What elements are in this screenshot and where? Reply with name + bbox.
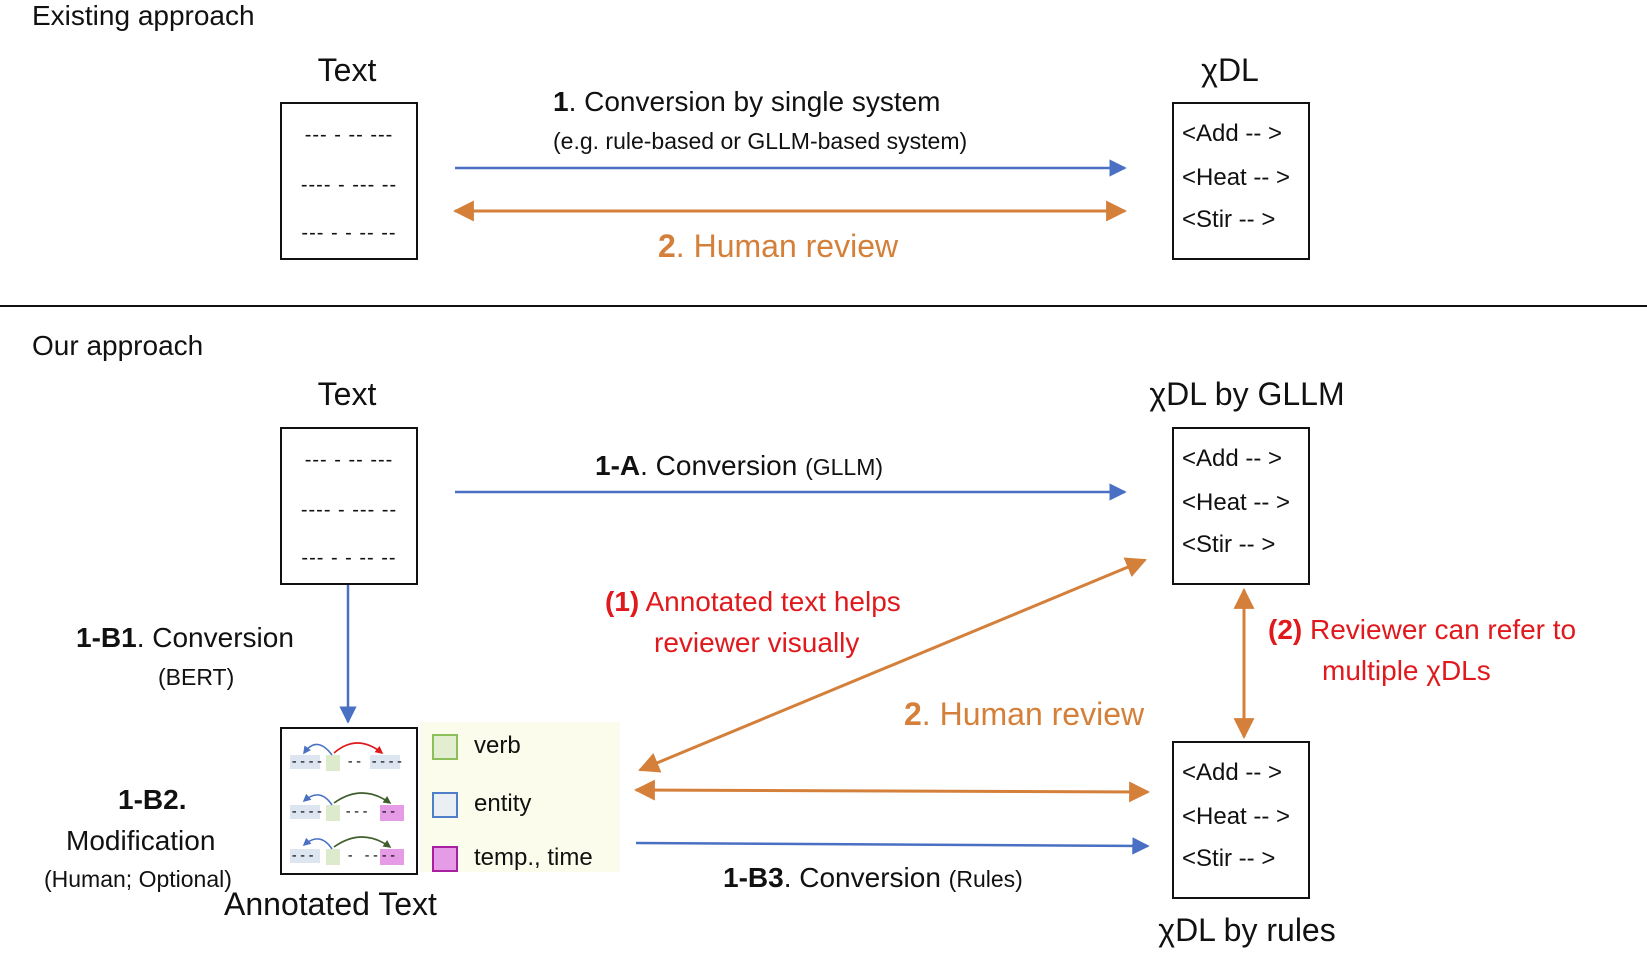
svg-text:- --: - -- <box>346 848 380 864</box>
step-number: 1-B3 <box>723 862 784 893</box>
step-text: . Conversion by single system <box>568 86 941 117</box>
existing-step1-sub: (e.g. rule-based or GLLM-based system) <box>553 128 968 154</box>
svg-text:--: -- <box>380 804 397 820</box>
note-number: (2) <box>1268 614 1303 645</box>
existing-xdl-box: <Add -- > <Heat -- > <Stir -- > <box>1172 102 1310 260</box>
existing-text-box: --- - -- --- ---- - --- -- --- - - -- -- <box>280 102 418 260</box>
ours-review-label: 2. Human review <box>904 696 1144 733</box>
note2-line1: (2) Reviewer can refer to <box>1268 614 1576 646</box>
rules-xdl-box: <Add -- > <Heat -- > <Stir -- > <box>1172 741 1310 899</box>
existing-step1-label: 1. Conversion by single system <box>553 86 941 118</box>
text-line: --- - -- --- <box>304 449 394 471</box>
step-number: 1-A <box>595 450 641 481</box>
svg-text:---: --- <box>344 804 369 820</box>
xdl-line: <Stir -- > <box>1182 531 1276 558</box>
step-1b2-text: Modification <box>66 825 216 856</box>
step-text: . Conversion <box>783 862 941 893</box>
note1-line2: reviewer visually <box>654 627 860 658</box>
legend-label-verb: verb <box>474 732 521 759</box>
note-number: (1) <box>605 586 640 617</box>
text-line: --- - - -- -- <box>301 222 397 244</box>
note2-line2: multiple χDLs <box>1322 655 1491 686</box>
step-1b2-sub: (Human; Optional) <box>44 866 232 892</box>
svg-text:----: ---- <box>290 754 324 770</box>
diagonal-review-arrow <box>638 557 1147 773</box>
annotated-text-box: ---- -- ---- ---- --- -- --- - -- -- <box>280 727 418 875</box>
existing-section-title: Existing approach <box>32 0 255 31</box>
step-number: 2 <box>904 696 922 732</box>
legend-label-entity: entity <box>474 790 532 817</box>
rules-xdl-heading: χDL by rules <box>1158 912 1336 948</box>
step-1b1-label: 1-B1. Conversion <box>76 622 294 654</box>
annotation-legend: verb entity temp., time <box>420 722 620 872</box>
note1-line1: (1) Annotated text helps <box>605 586 901 618</box>
xdl-line: <Heat -- > <box>1182 803 1291 830</box>
step-1b1-sub: (BERT) <box>158 664 235 690</box>
step-sub: (GLLM) <box>805 454 884 480</box>
gllm-xdl-heading: χDL by GLLM <box>1149 376 1345 412</box>
ours-text-box: --- - -- --- ---- - --- -- --- - - -- -- <box>280 427 418 585</box>
note-text: Annotated text helps <box>645 586 901 617</box>
note-text: Reviewer can refer to <box>1310 614 1577 645</box>
ours-text-heading: Text <box>317 376 377 412</box>
svg-text:----: ---- <box>290 804 324 820</box>
legend-swatch-verb <box>432 734 458 760</box>
legend-swatch-entity <box>432 792 458 818</box>
existing-text-heading: Text <box>317 52 377 88</box>
step-number: 1 <box>553 86 569 117</box>
xdl-line: <Heat -- > <box>1182 164 1291 191</box>
step-number: 2 <box>658 228 676 264</box>
xdl-line: <Heat -- > <box>1182 489 1291 516</box>
step-1a-label: 1-A. Conversion (GLLM) <box>595 450 883 482</box>
step-text: . Human review <box>675 228 899 264</box>
step-text: . Conversion <box>136 622 294 653</box>
step-1b2-number: 1-B2. <box>118 784 187 815</box>
gllm-xdl-box: <Add -- > <Heat -- > <Stir -- > <box>1172 427 1310 585</box>
step-number: 1-B1 <box>76 622 137 653</box>
step-text: . Human review <box>921 696 1145 732</box>
rules-conversion-arrow <box>635 837 1150 855</box>
legend-swatch-temp-time <box>432 846 458 872</box>
text-line: --- - - -- -- <box>301 547 397 569</box>
svg-text:--: -- <box>380 848 397 864</box>
svg-text:----: ---- <box>370 754 404 770</box>
xdl-line: <Add -- > <box>1182 445 1283 472</box>
annotation-graphic: ---- -- ---- ---- --- -- --- - -- -- <box>290 742 404 865</box>
xdl-line: <Add -- > <box>1182 759 1283 786</box>
legend-label-temp-time: temp., time <box>474 844 593 871</box>
existing-xdl-heading: χDL <box>1201 52 1259 88</box>
text-line: --- - -- --- <box>304 124 394 146</box>
svg-text:---: --- <box>290 848 315 864</box>
xdl-line: <Stir -- > <box>1182 845 1276 872</box>
existing-review-label: 2. Human review <box>658 228 898 265</box>
step-sub: (Rules) <box>948 866 1023 892</box>
annotated-text-label: Annotated Text <box>224 886 437 922</box>
step-text: . Conversion <box>640 450 798 481</box>
ours-section-title: Our approach <box>32 330 204 361</box>
horizontal-review-arrow <box>633 779 1151 803</box>
text-line: ---- - --- -- <box>300 174 398 196</box>
text-line: ---- - --- -- <box>300 499 398 521</box>
xdl-line: <Stir -- > <box>1182 206 1276 233</box>
xdl-line: <Add -- > <box>1182 120 1283 147</box>
svg-text:--: -- <box>346 754 363 770</box>
step-1b3-label: 1-B3. Conversion (Rules) <box>723 862 1023 894</box>
